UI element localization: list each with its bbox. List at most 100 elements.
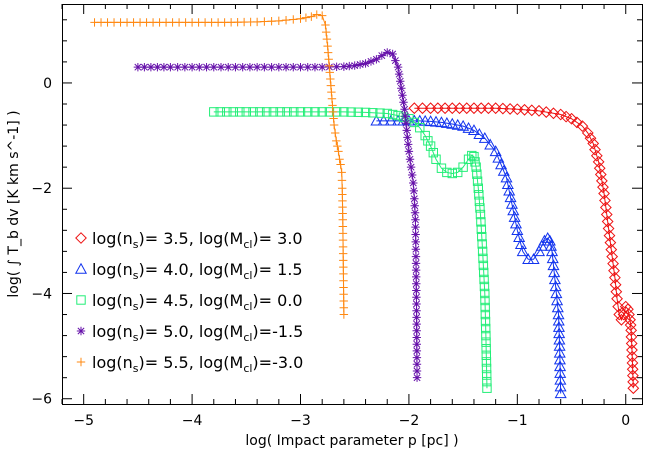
triangle-marker bbox=[370, 114, 383, 126]
triangle-marker bbox=[451, 118, 464, 130]
diamond-marker bbox=[627, 382, 640, 395]
asterisk-marker bbox=[289, 62, 298, 72]
square-marker bbox=[482, 376, 492, 387]
square-marker bbox=[241, 107, 251, 117]
asterisk-marker bbox=[195, 62, 204, 72]
asterisk-marker bbox=[412, 346, 422, 356]
asterisk-marker bbox=[153, 62, 162, 72]
diamond-marker bbox=[626, 344, 638, 356]
series-triangle bbox=[370, 114, 567, 399]
asterisk-marker bbox=[166, 62, 175, 72]
legend-label: log(ns)= 4.0, log(Mcl)= 1.5 bbox=[92, 260, 303, 282]
asterisk-marker bbox=[411, 215, 420, 224]
asterisk-marker bbox=[405, 155, 415, 164]
triangle-marker bbox=[446, 117, 459, 129]
plus-marker bbox=[329, 114, 338, 123]
diamond-marker bbox=[408, 102, 421, 115]
triangle-marker bbox=[554, 387, 567, 399]
plus-marker bbox=[332, 136, 341, 146]
plus-marker bbox=[321, 20, 330, 30]
legend-subscript: cl bbox=[243, 362, 252, 375]
triangle-marker bbox=[467, 124, 481, 136]
diamond-marker bbox=[598, 187, 610, 200]
diamond-marker bbox=[571, 116, 583, 129]
asterisk-marker bbox=[412, 366, 422, 376]
asterisk-marker bbox=[397, 84, 406, 93]
square-marker bbox=[375, 108, 385, 118]
triangle-marker bbox=[548, 273, 561, 285]
asterisk-marker bbox=[404, 147, 414, 156]
asterisk-marker bbox=[411, 245, 421, 254]
plus-marker bbox=[327, 94, 337, 103]
asterisk-marker bbox=[412, 313, 421, 322]
square-marker bbox=[415, 122, 425, 133]
diamond-marker bbox=[625, 337, 638, 350]
plus-marker bbox=[321, 27, 331, 37]
legend-label: log(ns)= 4.5, log(Mcl)= 0.0 bbox=[92, 291, 303, 313]
asterisk-marker bbox=[383, 48, 392, 57]
asterisk-marker bbox=[76, 326, 86, 336]
square-marker bbox=[289, 107, 299, 117]
asterisk-marker bbox=[394, 69, 404, 79]
asterisk-marker bbox=[412, 286, 421, 295]
triangle-marker bbox=[554, 366, 567, 378]
y-axis-label: log( ∫ T_b dv [K km s^-1] ) bbox=[6, 110, 22, 297]
square-marker bbox=[295, 107, 306, 117]
triangle-marker bbox=[478, 131, 491, 143]
diamond-marker bbox=[593, 162, 606, 175]
asterisk-marker bbox=[401, 119, 411, 128]
triangle-marker bbox=[552, 308, 565, 320]
square-marker bbox=[346, 107, 356, 117]
asterisk-marker bbox=[411, 252, 421, 261]
asterisk-marker bbox=[412, 360, 422, 369]
square-marker bbox=[453, 167, 463, 178]
triangle-marker bbox=[553, 327, 566, 339]
asterisk-marker bbox=[388, 49, 397, 59]
legend-text-part: log(n bbox=[92, 260, 133, 279]
diamond-marker bbox=[606, 250, 619, 263]
y-tick-label: −4 bbox=[31, 286, 52, 302]
asterisk-marker bbox=[146, 62, 156, 72]
legend-subscript: cl bbox=[243, 300, 252, 313]
legend-subscript: cl bbox=[243, 269, 252, 282]
plus-marker bbox=[281, 15, 291, 25]
legend-item: log(ns)= 4.5, log(Mcl)= 0.0 bbox=[76, 291, 303, 313]
legend-text-part: log(n bbox=[92, 353, 133, 372]
triangle-marker bbox=[384, 114, 397, 126]
series-square bbox=[209, 107, 492, 393]
asterisk-marker bbox=[372, 55, 381, 64]
diamond-marker bbox=[540, 106, 553, 118]
asterisk-marker bbox=[412, 373, 422, 382]
square-marker bbox=[481, 323, 491, 334]
diamond-marker bbox=[599, 194, 611, 207]
plus-marker bbox=[337, 168, 346, 177]
series-asterisk bbox=[133, 48, 422, 382]
plus-marker bbox=[328, 107, 338, 117]
diamond-marker bbox=[602, 222, 615, 235]
triangle-marker bbox=[435, 116, 448, 128]
square-marker bbox=[303, 107, 313, 117]
square-marker bbox=[481, 357, 492, 367]
asterisk-marker bbox=[303, 62, 312, 72]
square-marker bbox=[248, 107, 258, 117]
asterisk-marker bbox=[412, 326, 421, 335]
plus-marker bbox=[328, 101, 337, 110]
asterisk-marker bbox=[267, 62, 276, 72]
square-marker bbox=[425, 141, 436, 151]
square-marker bbox=[209, 107, 219, 117]
square-marker bbox=[393, 110, 403, 121]
asterisk-marker bbox=[296, 62, 305, 72]
diamond-marker bbox=[608, 271, 621, 284]
series-line bbox=[376, 120, 562, 394]
legend-text-part: )= 1.5 bbox=[252, 260, 302, 279]
square-marker bbox=[360, 107, 371, 118]
square-marker bbox=[282, 107, 292, 117]
square-marker bbox=[481, 337, 491, 347]
diamond-marker bbox=[625, 324, 638, 337]
diamond-marker bbox=[624, 319, 637, 331]
legend-item: log(ns)= 5.0, log(Mcl)=-1.5 bbox=[76, 322, 303, 344]
asterisk-marker bbox=[260, 62, 269, 72]
legend-subscript: s bbox=[133, 269, 139, 282]
triangle-marker bbox=[552, 320, 566, 332]
diamond-marker bbox=[625, 330, 638, 343]
